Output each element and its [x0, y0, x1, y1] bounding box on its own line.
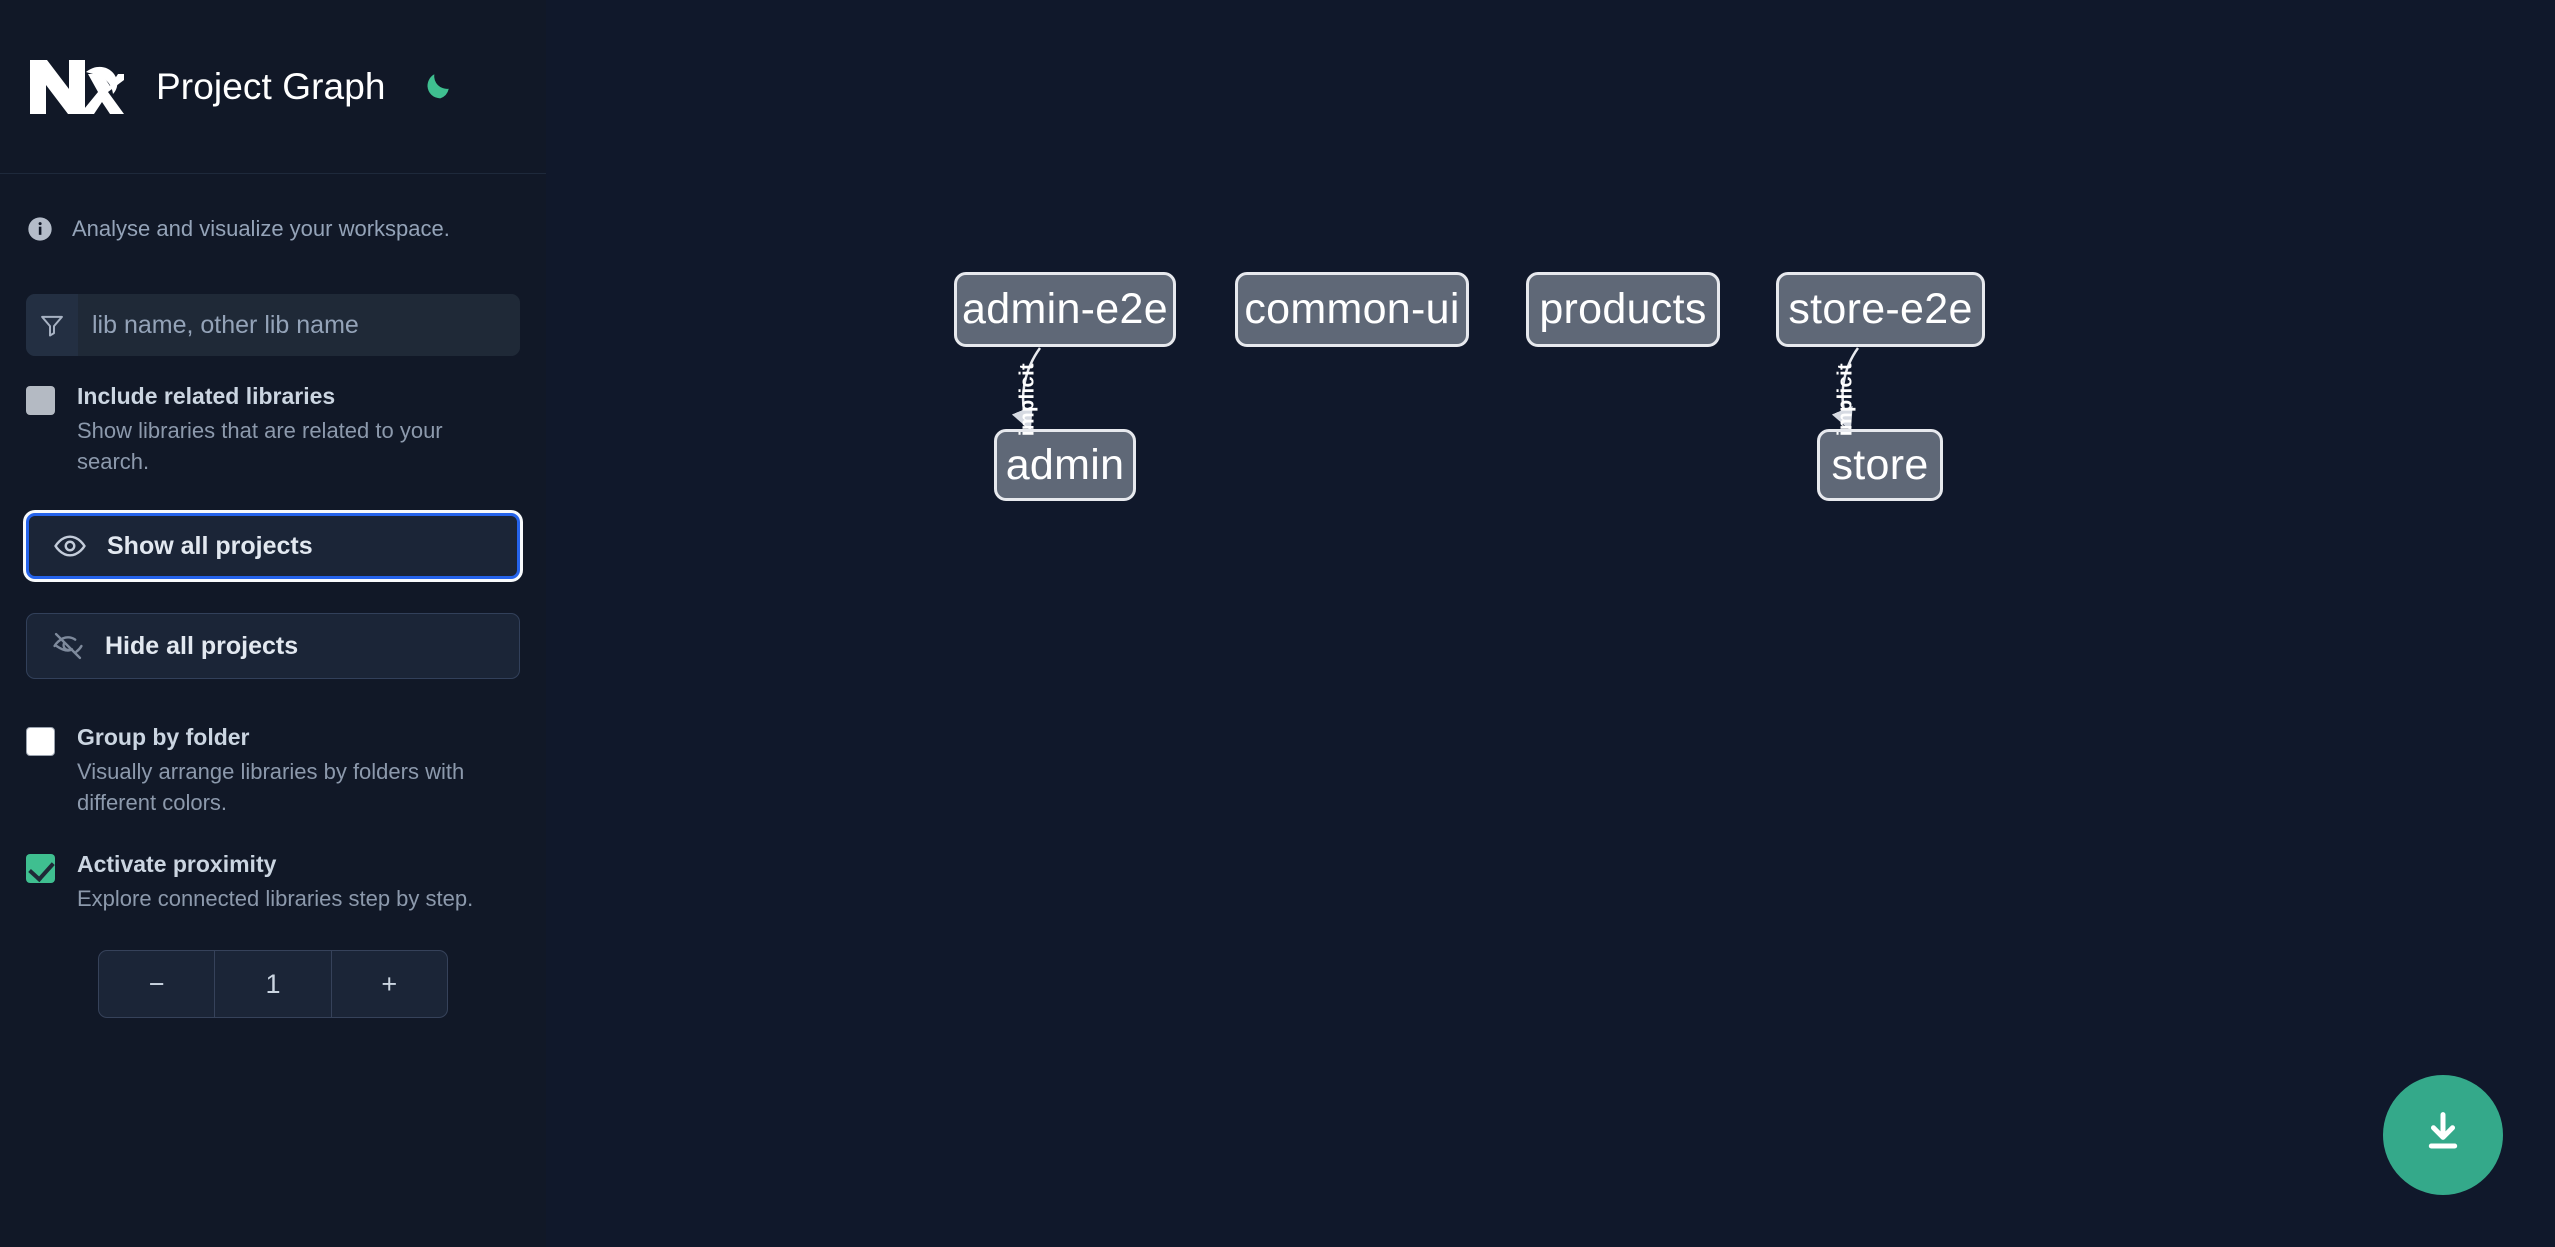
group-by-folder-checkbox[interactable]: [26, 727, 55, 757]
include-related-libraries-description: Show libraries that are related to your …: [77, 417, 443, 474]
option-group-by-folder[interactable]: Group by folder Visually arrange librari…: [0, 723, 546, 818]
sidebar-header: Project Graph: [0, 0, 546, 174]
graph-edge-label-store-implicit: implicit: [1834, 362, 1857, 437]
workspace-info: Analyse and visualize your workspace.: [0, 174, 546, 284]
proximity-stepper[interactable]: − 1 +: [98, 950, 448, 1019]
activate-proximity-label: Activate proximity: [77, 851, 277, 878]
graph-node-admin[interactable]: admin: [994, 429, 1136, 501]
option-texts: Include related libraries Show libraries…: [77, 382, 520, 477]
graph-edge-label-admin-implicit: implicit: [1016, 362, 1039, 437]
option-texts: Activate proximity Explore connected lib…: [77, 850, 473, 914]
nx-logo-icon: [26, 56, 132, 118]
sidebar: Project Graph Analyse and visualize your…: [0, 0, 546, 1247]
page-title: Project Graph: [156, 65, 386, 107]
graph-canvas[interactable]: admin-e2e common-ui products store-e2e a…: [546, 0, 2555, 1247]
graph-node-label: store-e2e: [1788, 285, 1973, 333]
search-input[interactable]: [78, 294, 520, 356]
proximity-decrement-button[interactable]: −: [148, 968, 165, 999]
graph-node-label: products: [1539, 285, 1707, 333]
graph-edges: [1011, 347, 1860, 431]
filter-icon: [26, 294, 78, 356]
download-icon: [2417, 1107, 2469, 1164]
eye-icon: [53, 529, 87, 563]
eye-off-icon: [51, 629, 85, 663]
graph-node-label: common-ui: [1244, 285, 1460, 333]
graph-node-label: admin: [1005, 440, 1125, 489]
hide-all-projects-button[interactable]: Hide all projects: [26, 613, 520, 680]
include-related-libraries-checkbox[interactable]: [26, 386, 55, 415]
proximity-stepper-wrap: − 1 +: [0, 950, 546, 1019]
graph-node-admin-e2e[interactable]: admin-e2e: [954, 272, 1176, 347]
option-include-related-libraries[interactable]: Include related libraries Show libraries…: [0, 382, 546, 477]
show-all-projects-button[interactable]: Show all projects: [26, 513, 520, 580]
proximity-increment-button[interactable]: +: [330, 951, 447, 1018]
workspace-info-text: Analyse and visualize your workspace.: [72, 216, 450, 241]
graph-node-label: store: [1831, 440, 1929, 489]
group-by-folder-description: Visually arrange libraries by folders wi…: [77, 758, 465, 816]
activate-proximity-description: Explore connected libraries step by step…: [77, 886, 474, 912]
moon-icon[interactable]: [416, 67, 456, 107]
include-related-libraries-label: Include related libraries: [77, 383, 336, 409]
graph-node-common-ui[interactable]: common-ui: [1235, 272, 1469, 347]
option-activate-proximity[interactable]: Activate proximity Explore connected lib…: [0, 850, 546, 914]
info-icon: [26, 215, 54, 243]
search-field[interactable]: [26, 294, 520, 356]
option-texts: Group by folder Visually arrange librari…: [77, 723, 520, 818]
download-graph-button[interactable]: [2383, 1075, 2503, 1195]
graph-node-products[interactable]: products: [1526, 272, 1720, 347]
group-by-folder-label: Group by folder: [77, 724, 250, 751]
graph-node-store-e2e[interactable]: store-e2e: [1776, 272, 1985, 347]
graph-node-label: admin-e2e: [962, 285, 1168, 333]
proximity-value: 1: [214, 951, 330, 1018]
show-all-projects-label: Show all projects: [107, 531, 313, 560]
graph-node-store[interactable]: store: [1817, 429, 1943, 501]
hide-all-projects-label: Hide all projects: [105, 631, 299, 660]
activate-proximity-checkbox[interactable]: [26, 854, 55, 884]
